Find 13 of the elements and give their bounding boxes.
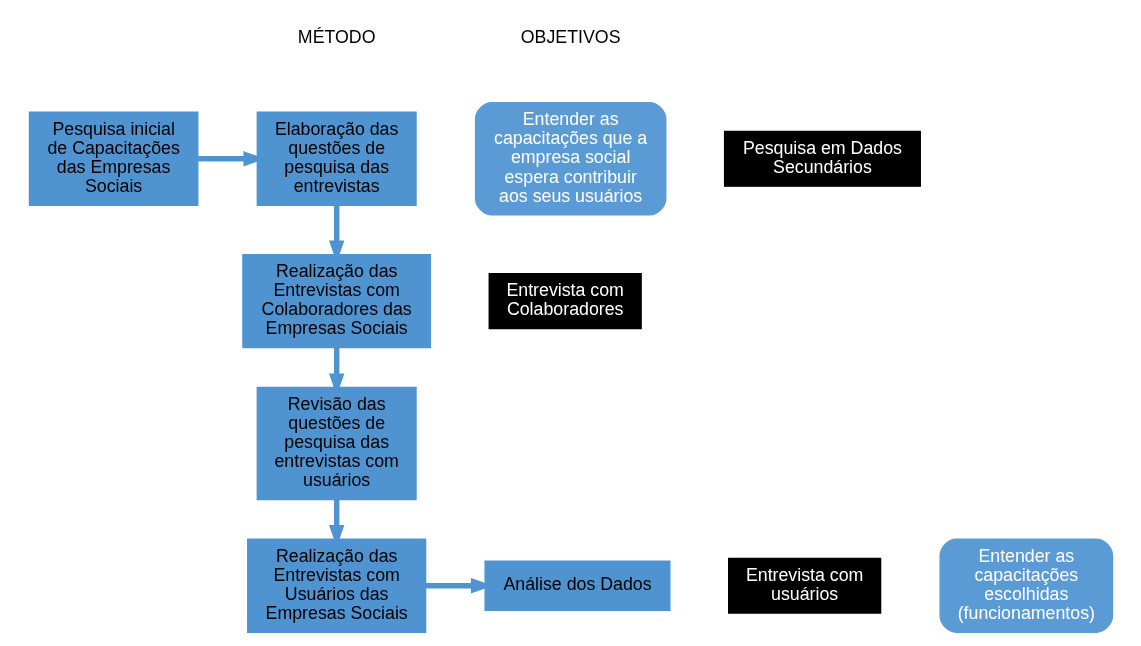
node-box: Entender as capacitações escolhidas (funcionamentos) [938, 538, 1113, 633]
node-box: Pesquisa inicial de Capacitações das Empresas Sociais [28, 111, 198, 206]
label: OBJETIVOS [520, 27, 621, 48]
node-box: Elaboração das questões de pesquisa das entrevistas [256, 111, 417, 206]
node-box: Revisão das questões de pesquisa das entrevistas com usuários [256, 386, 417, 501]
node-box: Entrevista com Colaboradores [488, 273, 642, 330]
node-box: Pesquisa em Dados Secundários [723, 130, 921, 187]
label: MÉTODO [297, 27, 375, 48]
node-box: Realização das Entrevistas com Colaboradores das Empresas Sociais [241, 253, 431, 349]
node-box: Análise dos Dados [483, 560, 671, 612]
node-box: Entender as capacitações que a empresa social espera contribuir aos seus usuários [474, 102, 666, 216]
node-box: Entrevista com usuários [727, 557, 881, 614]
node-box: Realização das Entrevistas com Usuários das Empresas Sociais [246, 538, 426, 633]
